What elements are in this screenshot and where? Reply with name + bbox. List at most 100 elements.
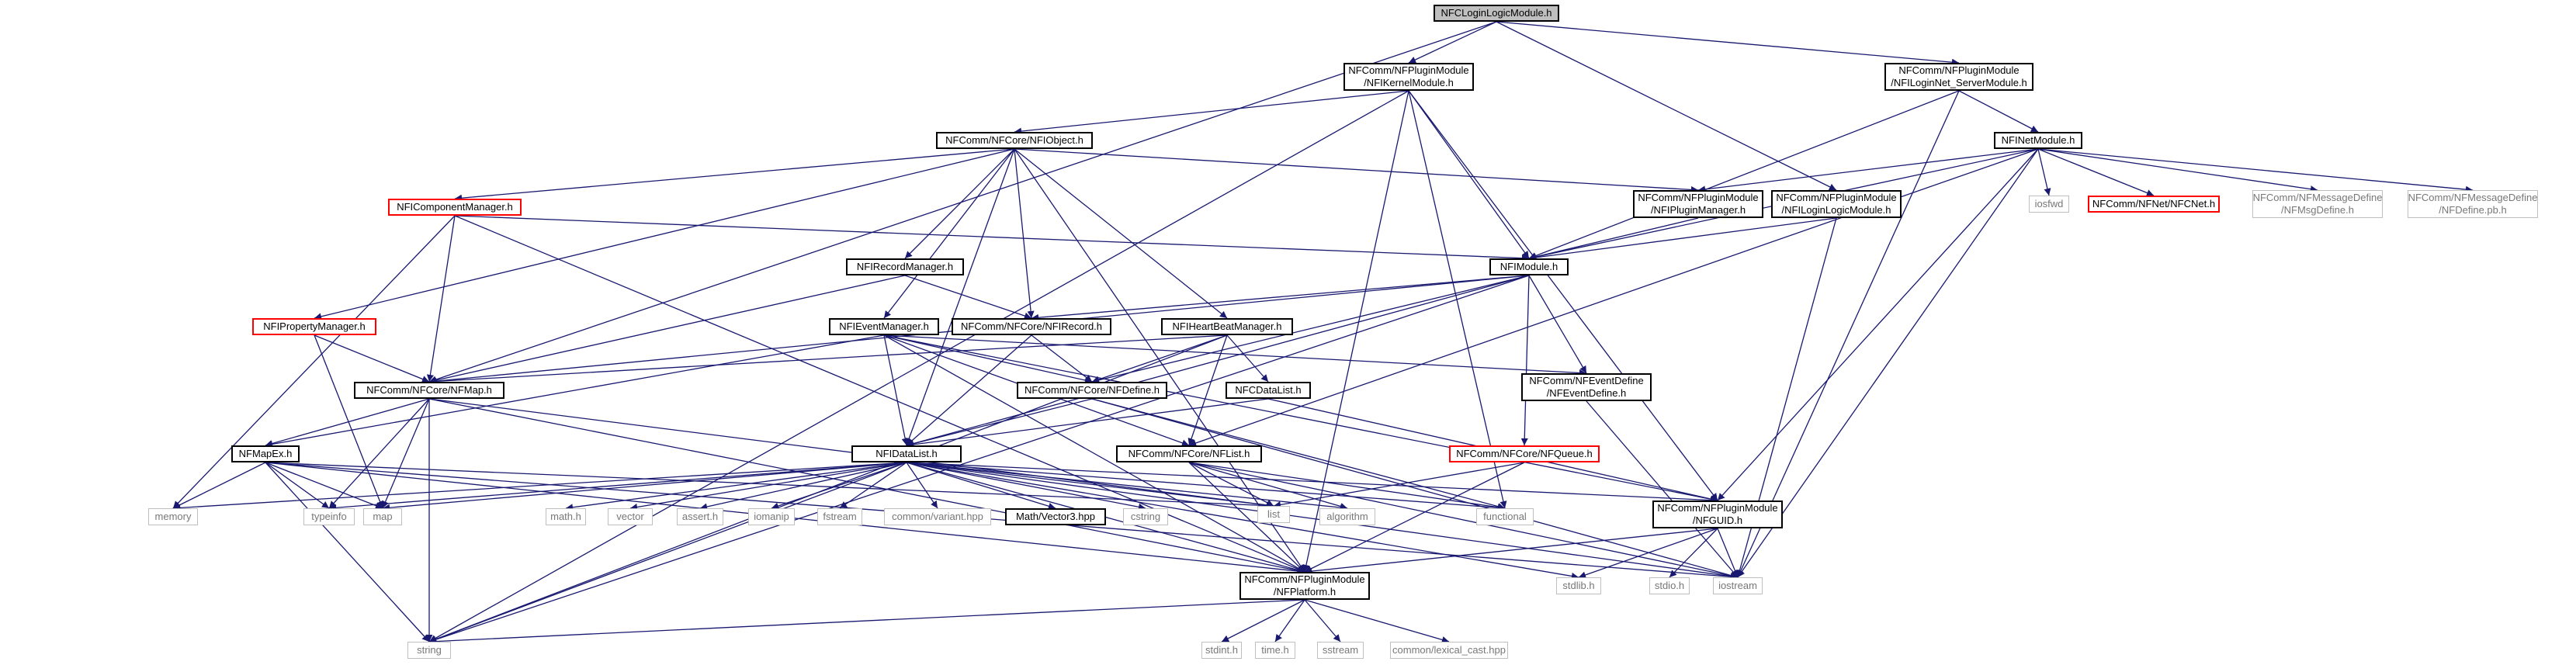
edge-root-to-loginnet [1496,21,1960,66]
node-asserth[interactable]: assert.h [677,508,723,525]
node-functional[interactable]: functional [1476,508,1534,525]
node-label: typeinfo [311,511,347,522]
node-pluginmgr[interactable]: NFComm/NFPluginModule/NFIPluginManager.h [1633,190,1763,218]
node-cdatalist[interactable]: NFCDataList.h [1226,382,1311,399]
edge-idatalist-to-asserth [699,462,907,511]
node-label: stdint.h [1205,644,1238,656]
node-algorithm[interactable]: algorithm [1319,508,1375,525]
edge-netmod-to-iosfwd [2037,148,2051,196]
edge-define-to-functional [1091,398,1506,511]
node-label: Math/Vector3.hpp [1016,511,1095,522]
node-label: NFComm/NFPluginModule [1776,192,1897,203]
node-label: /NFIKernelModule.h [1364,77,1454,88]
node-loginnet[interactable]: NFComm/NFPluginModule/NFILoginNet_Server… [1884,63,2033,91]
node-vector3[interactable]: Math/Vector3.hpp [1005,508,1106,525]
edge-idatalist-to-iomanip [771,462,907,510]
node-guid[interactable]: NFComm/NFPluginModule/NFGUID.h [1652,500,1783,528]
edge-heartbeat-to-cdatalist [1226,334,1269,383]
node-sstream[interactable]: sstream [1317,642,1364,659]
node-define[interactable]: NFComm/NFCore/NFDefine.h [1017,382,1167,399]
node-label: NFIModule.h [1499,261,1558,272]
node-label: common/variant.hpp [892,511,983,522]
node-label: time.h [1261,644,1289,656]
edge-nflist-to-platform [1188,462,1305,573]
edge-nfmap-to-platform [428,398,1305,574]
node-typeinfo[interactable]: typeinfo [303,508,355,525]
edge-object-to-idatalist [905,148,1015,446]
node-iostream[interactable]: iostream [1713,577,1763,594]
node-label: NFIEventManager.h [839,320,929,332]
edge-loginnet-to-iostream [1737,90,1960,578]
edge-object-to-pluginmgr [1014,148,1699,193]
node-object[interactable]: NFComm/NFCore/NFIObject.h [936,132,1093,149]
edge-imodule-to-define [1091,275,1530,384]
edge-kernel-to-string [428,90,1409,642]
node-propmgr[interactable]: NFIPropertyManager.h [252,318,376,335]
node-recmgr[interactable]: NFIRecordManager.h [846,258,964,275]
node-vector[interactable]: vector [608,508,653,525]
edge-imodule-to-string [428,275,1530,643]
node-list[interactable]: list [1257,506,1290,523]
node-string[interactable]: string [407,642,451,659]
node-stdlib[interactable]: stdlib.h [1556,577,1601,594]
node-label: NFComm/NFCore/NFDefine.h [1024,384,1160,396]
edge-nflist-to-iostream [1188,462,1739,580]
node-msgdef[interactable]: NFComm/NFMessageDefine/NFMsgDefine.h [2252,190,2383,218]
node-map[interactable]: map [363,508,402,525]
node-nfmap[interactable]: NFComm/NFCore/NFMap.h [354,382,504,399]
node-label: functional [1483,511,1527,522]
edge-guid-to-iostream [1717,528,1739,578]
node-label: /NFMsgDefine.h [2281,204,2354,216]
edge-compmgr-to-memory [172,215,456,509]
node-timeh[interactable]: time.h [1255,642,1295,659]
node-label: sstream [1322,644,1359,656]
node-root[interactable]: NFCLoginLogicModule.h [1434,5,1559,22]
node-stdio[interactable]: stdio.h [1649,577,1690,594]
node-label: /NFGUID.h [1692,514,1743,526]
edge-queue-to-list [1273,462,1525,508]
edge-idatalist-to-fstream [839,462,907,509]
edge-queue-to-platform [1304,462,1525,573]
node-label: NFComm/NFPluginModule [1348,64,1469,76]
node-idatalist[interactable]: NFIDataList.h [851,445,962,462]
node-record[interactable]: NFComm/NFCore/NFIRecord.h [952,318,1111,335]
node-fstream[interactable]: fstream [817,508,862,525]
node-memory[interactable]: memory [148,508,198,525]
edge-netmod-to-iostream [1737,148,2039,578]
node-eventmgr[interactable]: NFIEventManager.h [829,318,939,335]
node-cstring[interactable]: cstring [1123,508,1168,525]
node-variant[interactable]: common/variant.hpp [884,508,991,525]
node-iosfwd[interactable]: iosfwd [2029,196,2069,213]
node-imodule[interactable]: NFIModule.h [1489,258,1569,275]
node-heartbeat[interactable]: NFIHeartBeatManager.h [1161,318,1293,335]
node-lexical[interactable]: common/lexical_cast.hpp [1390,642,1508,659]
node-loginlogic[interactable]: NFComm/NFPluginModule/NFILoginLogicModul… [1771,190,1902,218]
node-nflist[interactable]: NFComm/NFCore/NFList.h [1116,445,1262,462]
node-mathh[interactable]: math.h [546,508,586,525]
node-iomanip[interactable]: iomanip [748,508,795,525]
node-mapex[interactable]: NFMapEx.h [231,445,300,462]
node-netmod[interactable]: NFINetModule.h [1994,132,2082,149]
node-platform[interactable]: NFComm/NFPluginModule/NFPlatform.h [1239,572,1370,600]
edge-netmod-to-defpb [2037,148,2474,193]
node-label: NFComm/NFCore/NFIRecord.h [960,320,1103,332]
node-kernel[interactable]: NFComm/NFPluginModule/NFIKernelModule.h [1343,63,1474,91]
node-label: NFComm/NFEventDefine [1529,375,1644,386]
node-nfcnet[interactable]: NFComm/NFNet/NFCNet.h [2088,196,2220,213]
edge-mapex-to-typeinfo [265,462,330,509]
node-queue[interactable]: NFComm/NFCore/NFQueue.h [1449,445,1600,462]
node-label: /NFEventDefine.h [1546,387,1627,399]
node-label: NFComm/NFPluginModule [1244,573,1365,585]
node-label: iosfwd [2034,198,2064,210]
node-label: /NFILoginNet_ServerModule.h [1891,77,2027,88]
node-label: NFComm/NFPluginModule [1657,502,1778,514]
node-defpb[interactable]: NFComm/NFMessageDefine/NFDefine.pb.h [2408,190,2538,218]
edge-imodule-to-eventdef [1528,275,1587,374]
edge-root-to-nfmap [428,21,1497,383]
node-label: string [417,644,442,656]
node-label: NFINetModule.h [2001,134,2075,146]
node-stdint[interactable]: stdint.h [1201,642,1242,659]
edge-object-to-heartbeat [1014,148,1228,319]
node-compmgr[interactable]: NFIComponentManager.h [388,199,522,216]
node-eventdef[interactable]: NFComm/NFEventDefine/NFEventDefine.h [1521,373,1652,401]
